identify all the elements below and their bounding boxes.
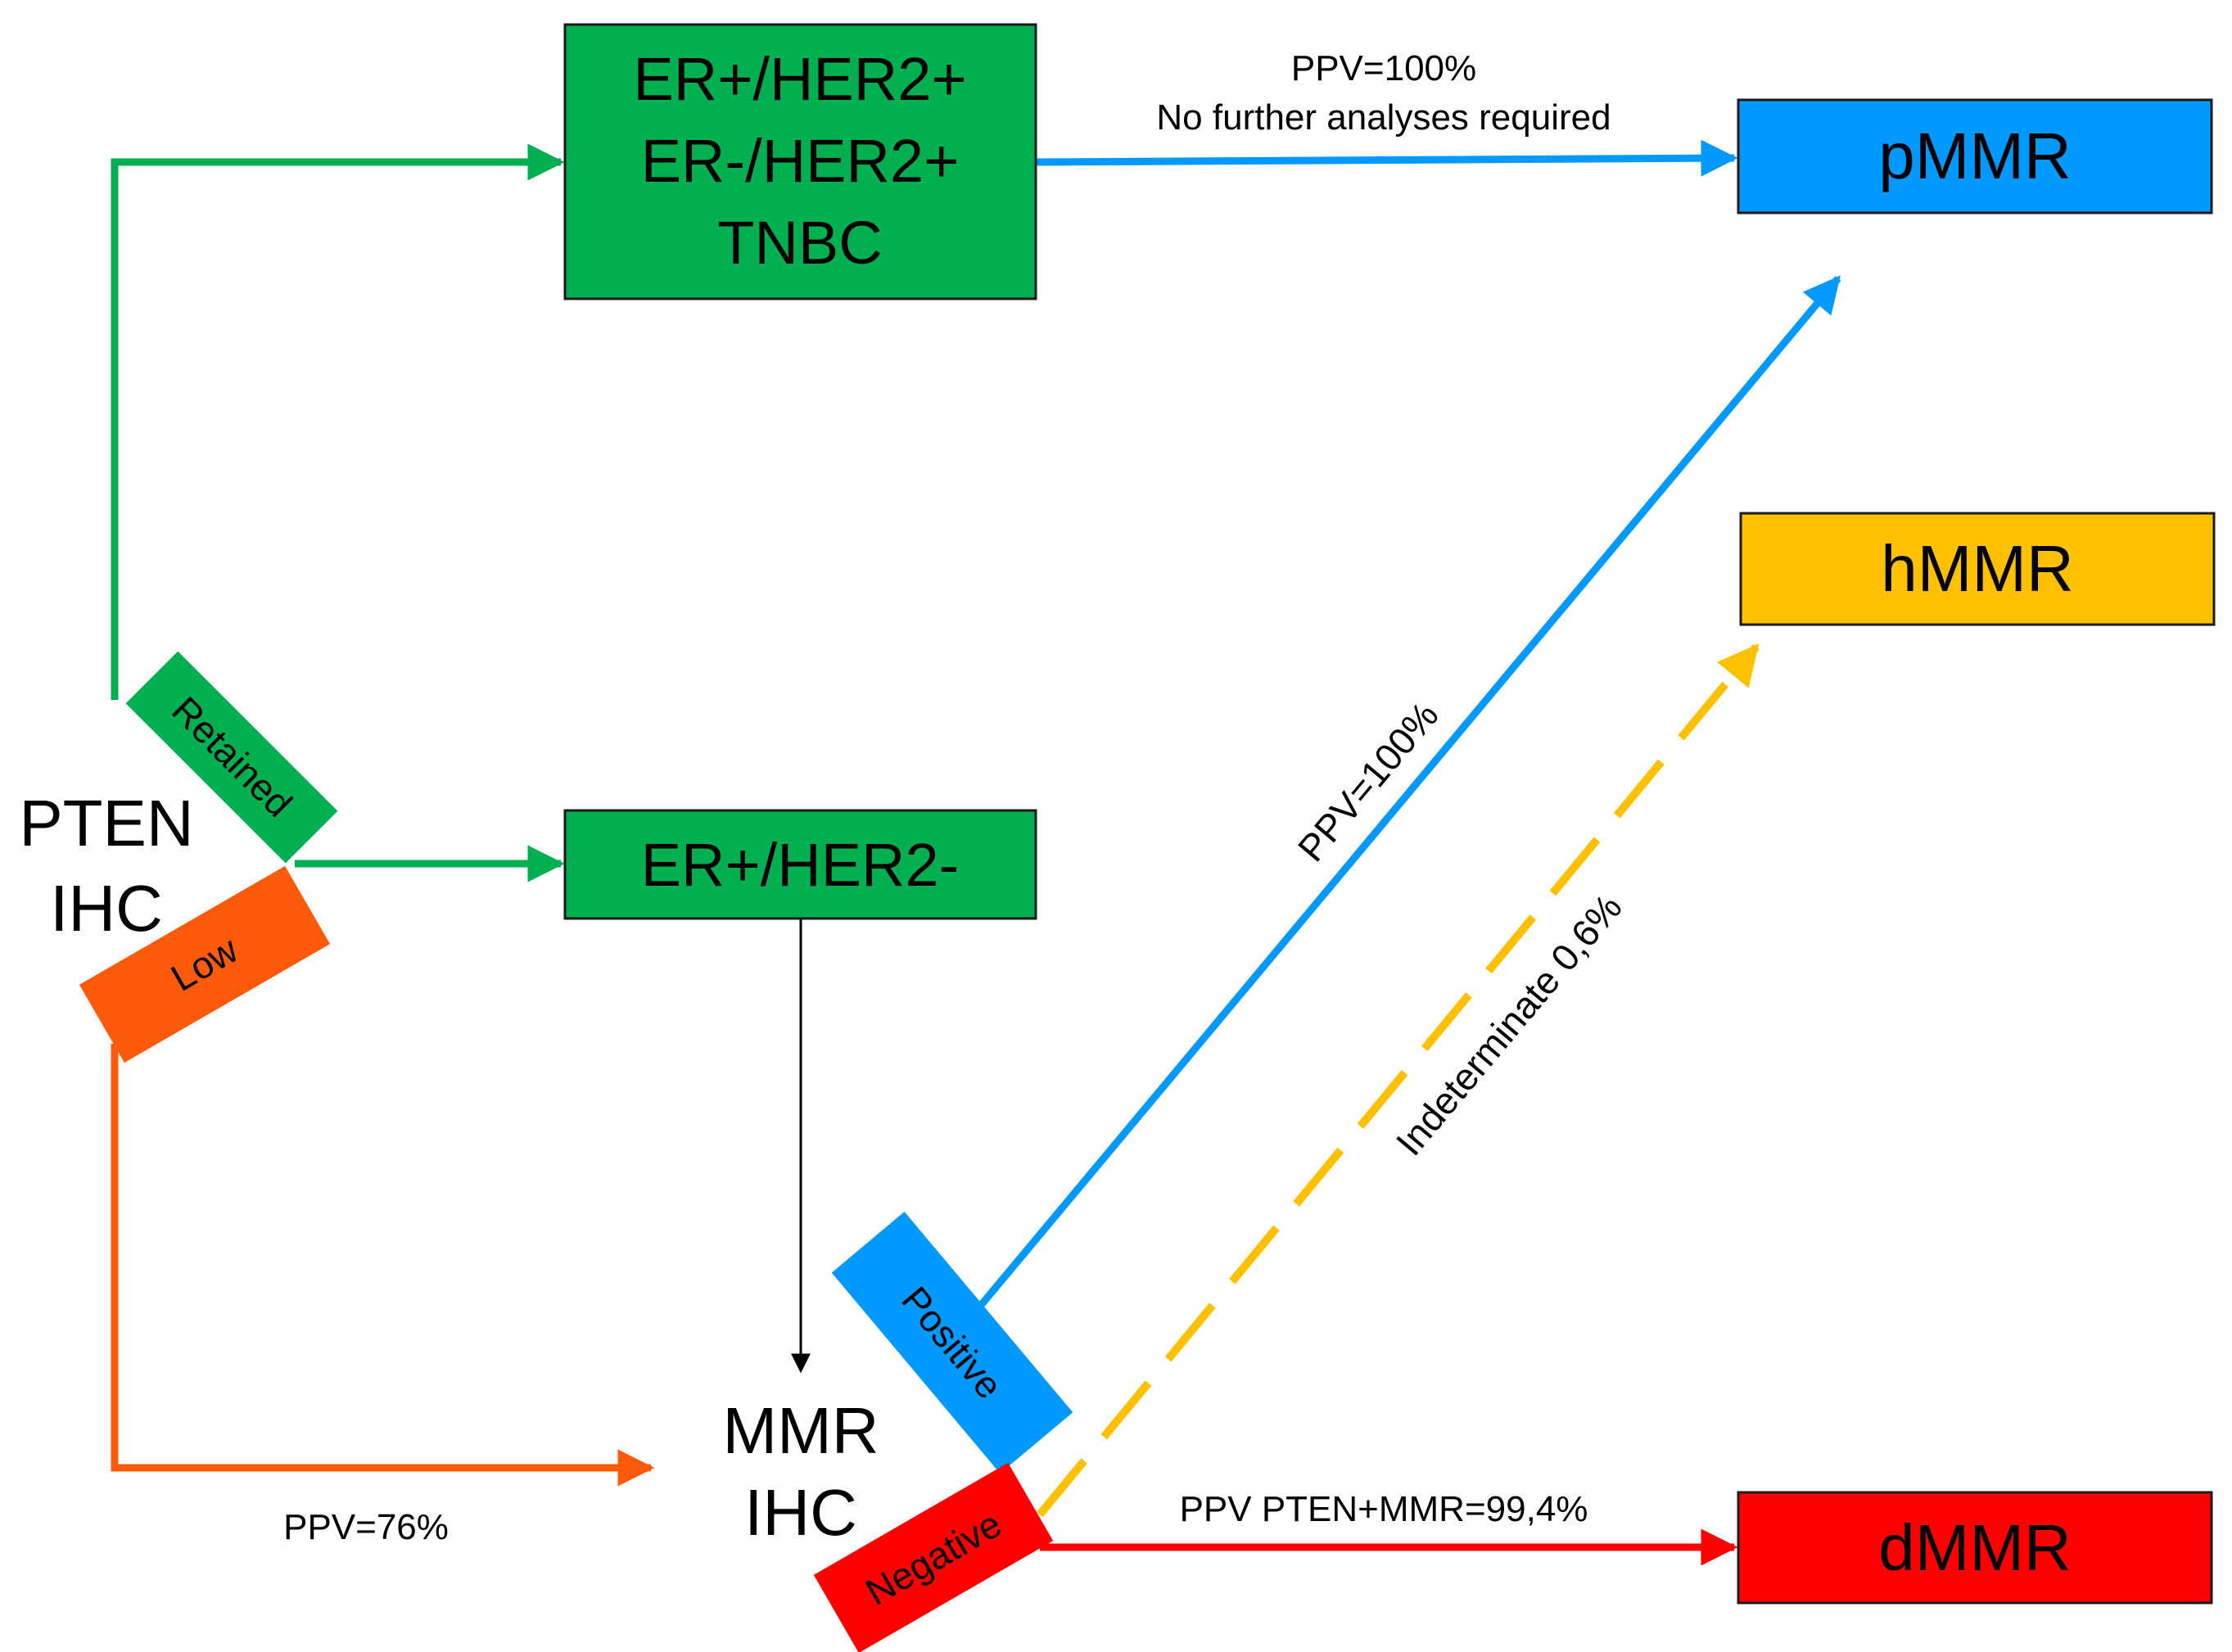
edge-label-top-ppv: PPV=100% bbox=[1291, 48, 1476, 88]
node-pten-ihc: PTEN IHC bbox=[19, 787, 193, 945]
hmmr-label: hMMR bbox=[1881, 532, 2074, 605]
edge-negative-to-hmmr bbox=[1037, 643, 1760, 1518]
edge-positive-to-pmmr bbox=[975, 275, 1841, 1311]
node-pmmr: pMMR bbox=[1737, 98, 2213, 214]
node-top-group: ER+/HER2+ ER-/HER2+ TNBC bbox=[563, 23, 1037, 300]
er-her2-neg-label: ER+/HER2- bbox=[641, 831, 960, 899]
node-dmmr: dMMR bbox=[1737, 1491, 2213, 1605]
edge-label-top-note: No further analyses required bbox=[1156, 97, 1611, 138]
mmr-ihc-line-1: MMR bbox=[722, 1394, 879, 1467]
tag-low: Low bbox=[79, 865, 331, 1063]
top-group-line-2: ER-/HER2+ bbox=[641, 127, 960, 195]
pten-ihc-line-2: IHC bbox=[50, 872, 163, 945]
edge-top-group-to-pmmr bbox=[1035, 139, 1738, 177]
pmmr-label: pMMR bbox=[1878, 120, 2072, 192]
pten-ihc-line-1: PTEN bbox=[19, 787, 193, 860]
edge-label-indeterminate: Indeterminate 0,6% bbox=[1388, 886, 1630, 1163]
node-mmr-ihc: MMR IHC bbox=[722, 1394, 879, 1549]
top-group-line-3: TNBC bbox=[717, 209, 882, 277]
edge-low-to-mmr bbox=[111, 1044, 655, 1487]
edge-label-low-ppv: PPV=76% bbox=[283, 1507, 449, 1547]
node-er-her2-neg: ER+/HER2- bbox=[563, 809, 1037, 920]
dmmr-label: dMMR bbox=[1878, 1511, 2072, 1584]
mmr-ihc-line-2: IHC bbox=[744, 1476, 857, 1549]
edge-label-negative-ppv: PPV PTEN+MMR=99,4% bbox=[1180, 1489, 1588, 1529]
node-hmmr: hMMR bbox=[1739, 512, 2216, 626]
edge-retained-to-top-group bbox=[111, 143, 565, 700]
top-group-line-1: ER+/HER2+ bbox=[633, 45, 966, 113]
